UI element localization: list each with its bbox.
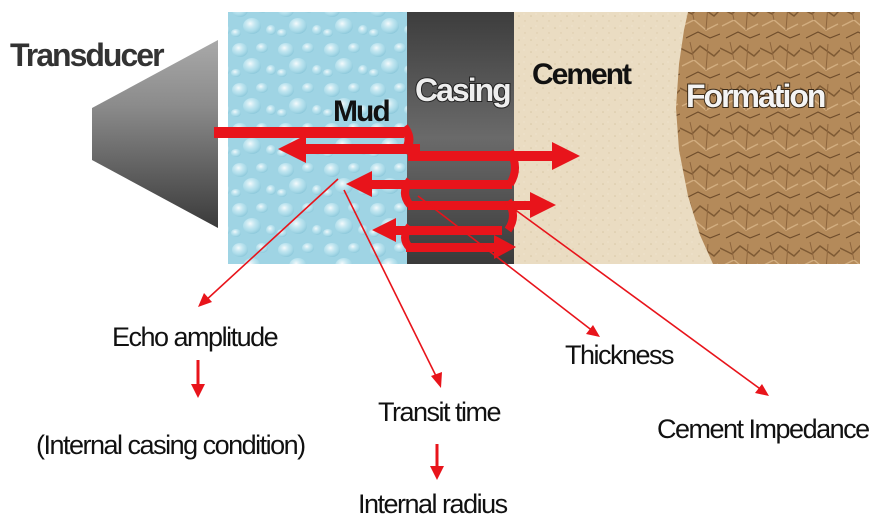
transducer-label: Transducer — [10, 37, 164, 73]
echo-amplitude-label: Echo amplitude — [112, 322, 278, 352]
mud-label: Mud — [333, 95, 389, 128]
internal-casing-condition-label: (Internal casing condition) — [36, 430, 305, 460]
transit-time-label: Transit time — [378, 397, 501, 427]
thickness-label: Thickness — [565, 340, 674, 370]
internal-radius-label: Internal radius — [358, 489, 508, 519]
casing-label: Casing — [415, 72, 510, 108]
cement-impedance-label: Cement Impedance — [657, 414, 869, 444]
formation-layer — [676, 12, 860, 264]
formation-label: Formation — [686, 78, 825, 114]
cement-label: Cement — [532, 58, 632, 91]
incident-beam — [214, 127, 404, 138]
